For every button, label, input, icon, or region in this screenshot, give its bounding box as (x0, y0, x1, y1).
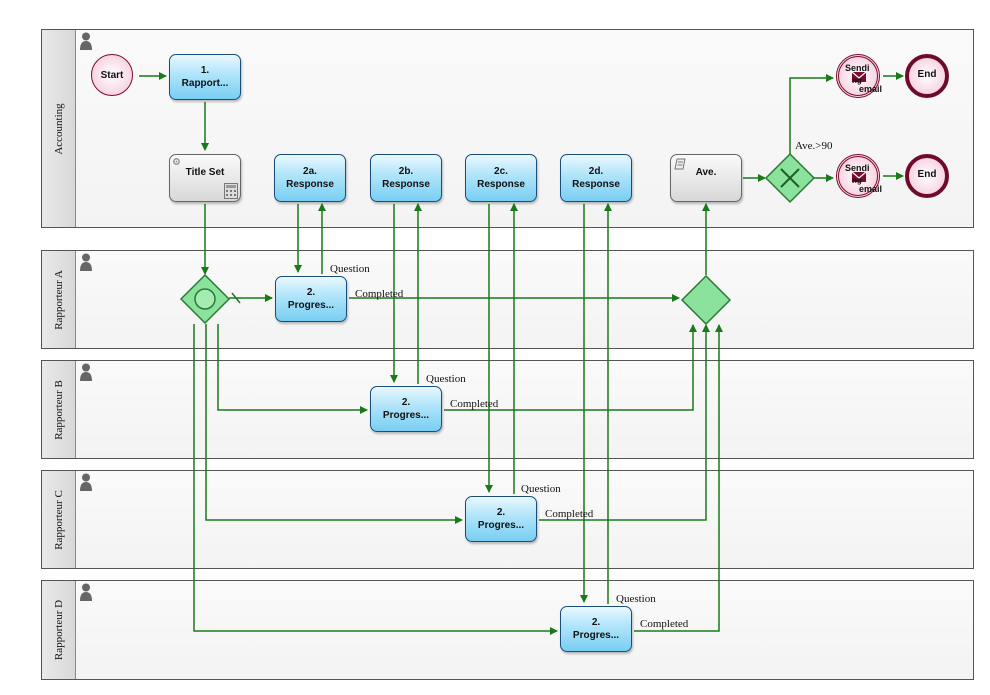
completed-label: Completed (450, 398, 499, 410)
lane-label: Rapporteur A (52, 269, 65, 330)
sending-label-2: ng (852, 176, 862, 185)
person-icon (80, 32, 92, 50)
lane-header: Rapporteur C (42, 471, 76, 568)
end-label: End (917, 168, 937, 180)
task-number: 2. (591, 617, 601, 628)
sending-email-event-1[interactable]: Sendi ng email (836, 54, 883, 98)
task-title: Title Set (185, 166, 225, 178)
task-progress-a[interactable]: 2. Progres... (275, 276, 347, 322)
task-title: Rapport... (181, 78, 229, 89)
task-2b-response[interactable]: 2b. Response (370, 154, 442, 202)
question-label: Question (330, 263, 370, 275)
task-title: Progres... (382, 410, 430, 421)
lane-header: Rapporteur A (42, 251, 76, 348)
lane-label: Rapporteur B (52, 379, 65, 440)
task-number: 2c. (494, 166, 508, 177)
task-title: Response (477, 179, 525, 190)
lane-label: Accounting (52, 102, 65, 155)
task-rapport[interactable]: 1. Rapport... (169, 54, 241, 100)
completed-label: Completed (545, 508, 594, 520)
task-number: 1. (200, 65, 210, 76)
condition-label: Ave.>90 (795, 140, 833, 152)
question-label: Question (426, 373, 466, 385)
person-icon (80, 583, 92, 601)
task-2a-response[interactable]: 2a. Response (274, 154, 346, 202)
lane-label: Rapporteur D (52, 599, 65, 661)
task-progress-d[interactable]: 2. Progres... (560, 606, 632, 652)
lane-rapporteur-a: Rapporteur A (41, 250, 974, 349)
task-number: 2. (306, 287, 316, 298)
gear-icon (173, 158, 180, 165)
lane-rapporteur-d: Rapporteur D (41, 580, 974, 680)
task-title-set[interactable]: Title Set (169, 154, 241, 202)
task-number: 2a. (303, 166, 317, 177)
envelope-icon (852, 72, 866, 82)
end-event-2[interactable]: End (905, 154, 949, 198)
task-title: Response (382, 179, 430, 190)
task-title: Response (572, 179, 620, 190)
lane-rapporteur-b: Rapporteur B (41, 360, 974, 459)
start-event[interactable]: Start (91, 54, 133, 96)
question-label: Question (521, 483, 561, 495)
sending-label: Sendi (845, 63, 870, 73)
sending-label-3: email (859, 184, 883, 194)
task-progress-b[interactable]: 2. Progres... (370, 386, 442, 432)
task-number: 2. (496, 507, 506, 518)
person-icon (80, 473, 92, 491)
task-title: Progres... (477, 520, 525, 531)
task-number: 2b. (398, 166, 414, 177)
task-ave[interactable]: Ave. (670, 154, 742, 202)
envelope-icon (852, 172, 866, 182)
person-icon (80, 363, 92, 381)
task-2c-response[interactable]: 2c. Response (465, 154, 537, 202)
task-2d-response[interactable]: 2d. Response (560, 154, 632, 202)
start-label: Start (100, 69, 124, 81)
lane-header: Rapporteur D (42, 581, 76, 679)
task-title: Progres... (572, 630, 620, 641)
lane-label: Rapporteur C (52, 489, 65, 550)
lane-header: Accounting (42, 30, 76, 227)
completed-label: Completed (355, 288, 404, 300)
sending-label: Sendi (845, 163, 870, 173)
task-number: 2. (401, 397, 411, 408)
task-progress-c[interactable]: 2. Progres... (465, 496, 537, 542)
end-event-1[interactable]: End (905, 54, 949, 98)
task-title: Progres... (287, 300, 335, 311)
task-title: Response (286, 179, 334, 190)
calculator-icon (224, 183, 238, 199)
task-title: Ave. (695, 166, 717, 178)
completed-label: Completed (640, 618, 689, 630)
person-icon (80, 253, 92, 271)
script-icon (674, 158, 686, 170)
sending-email-event-2[interactable]: Sendi ng email (836, 154, 883, 198)
question-label: Question (616, 593, 656, 605)
lane-header: Rapporteur B (42, 361, 76, 458)
task-number: 2d. (588, 166, 604, 177)
sending-label-3: email (859, 84, 883, 94)
sending-label-2: ng (852, 76, 862, 85)
end-label: End (917, 68, 937, 80)
